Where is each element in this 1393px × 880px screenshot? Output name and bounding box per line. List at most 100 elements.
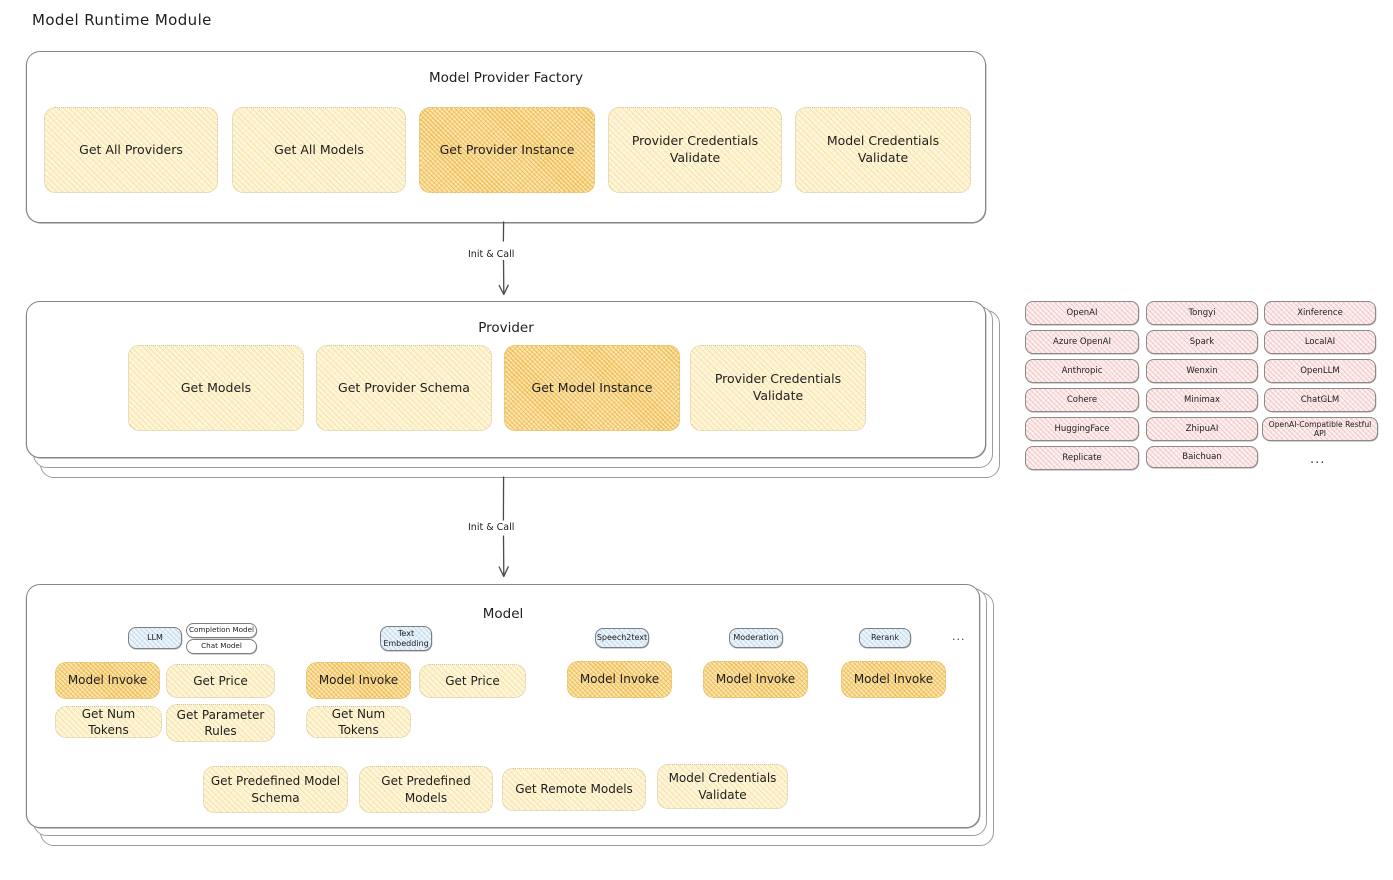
arrow-label-init-call-2: Init & Call [465, 522, 518, 533]
node-label: Get All Providers [79, 141, 183, 157]
node-label: Get Provider Schema [338, 379, 470, 395]
model-type-badge-rerank[interactable]: Rerank [859, 628, 911, 648]
provider-chip-minimax[interactable]: Minimax [1146, 388, 1258, 412]
model-panel: Model [26, 584, 980, 828]
chip-label: Anthropic [1061, 366, 1103, 376]
model-type-badge-speech2text[interactable]: Speech2text [595, 628, 649, 648]
badge-label: LLM [147, 633, 163, 643]
chip-label: Cohere [1066, 395, 1098, 405]
arrow-label-init-call-1: Init & Call [465, 249, 518, 260]
arrow-provider-to-model: Init & Call [465, 476, 540, 584]
node-llm-get-num-tokens[interactable]: Get Num Tokens [55, 706, 162, 738]
arrow-icon [498, 476, 509, 578]
provider-chip-localai[interactable]: LocalAI [1264, 330, 1376, 354]
node-label: Model Invoke [67, 673, 148, 688]
chip-label: ZhipuAI [1185, 424, 1219, 434]
node-label: Model Invoke [318, 673, 399, 688]
node-provider-get-provider-schema[interactable]: Get Provider Schema [316, 345, 492, 431]
node-label: Get Price [193, 673, 248, 688]
chip-label: Tongyi [1188, 308, 1216, 318]
node-provider-get-model-instance[interactable]: Get Model Instance [504, 345, 680, 431]
provider-list-more-indicator: ... [1310, 452, 1326, 467]
node-model-credentials-validate[interactable]: Model Credentials Validate [795, 107, 971, 193]
model-type-badge-moderation[interactable]: Moderation [729, 628, 783, 648]
provider-chip-anthropic[interactable]: Anthropic [1025, 359, 1139, 383]
node-rerank-model-invoke[interactable]: Model Invoke [841, 661, 946, 698]
provider-chip-chatglm[interactable]: ChatGLM [1264, 388, 1376, 412]
provider-chip-openllm[interactable]: OpenLLM [1264, 359, 1376, 383]
node-label: Get Predefined Models [381, 774, 471, 805]
badge-label: Rerank [870, 633, 899, 643]
provider-chip-huggingface[interactable]: HuggingFace [1025, 417, 1139, 441]
model-type-badge-text-embedding[interactable]: Text Embedding [380, 626, 432, 651]
badge-label: Chat Model [201, 641, 242, 651]
node-label: Provider Credentials Validate [714, 371, 842, 403]
node-get-predefined-models[interactable]: Get Predefined Models [359, 766, 493, 813]
badge-label: Completion Model [188, 625, 255, 635]
provider-chip-zhipuai[interactable]: ZhipuAI [1146, 417, 1258, 441]
node-label: Get Parameter Rules [176, 707, 265, 738]
node-get-predefined-model-schema[interactable]: Get Predefined Model Schema [203, 766, 348, 813]
node-get-remote-models[interactable]: Get Remote Models [502, 768, 646, 811]
provider-chip-wenxin[interactable]: Wenxin [1146, 359, 1258, 383]
provider-chip-azure-openai[interactable]: Azure OpenAI [1025, 330, 1139, 354]
node-text-embedding-model-invoke[interactable]: Model Invoke [306, 662, 411, 699]
node-label: Model Invoke [579, 672, 660, 687]
node-label: Get Model Instance [531, 379, 653, 395]
node-label: Get Provider Instance [439, 141, 575, 157]
chip-label: OpenAI-Compatible Restful API [1268, 420, 1372, 438]
badge-label: Speech2text [596, 633, 648, 643]
chip-label: ChatGLM [1300, 395, 1340, 405]
page-title: Model Runtime Module [32, 11, 212, 29]
node-get-provider-instance[interactable]: Get Provider Instance [419, 107, 595, 193]
model-sub-badge-chat-model[interactable]: Chat Model [186, 639, 257, 654]
node-model-credentials-validate-2[interactable]: Model Credentials Validate [657, 764, 788, 809]
model-types-more-indicator: ... [952, 630, 966, 643]
provider-panel-title: Provider [478, 320, 534, 336]
node-text-embedding-get-price[interactable]: Get Price [419, 664, 526, 698]
chip-label: OpenAI [1066, 308, 1098, 318]
node-label: Model Credentials Validate [826, 133, 940, 165]
chip-label: LocalAI [1304, 337, 1336, 347]
node-provider-credentials-validate-2[interactable]: Provider Credentials Validate [690, 345, 866, 431]
chip-label: Azure OpenAI [1053, 337, 1111, 347]
chip-label: Baichuan [1182, 452, 1222, 462]
node-llm-get-price[interactable]: Get Price [166, 664, 275, 698]
node-llm-get-parameter-rules[interactable]: Get Parameter Rules [166, 704, 275, 742]
node-label: Get All Models [274, 141, 364, 157]
model-panel-title: Model [482, 606, 524, 622]
node-moderation-model-invoke[interactable]: Model Invoke [703, 661, 808, 698]
provider-chip-xinference[interactable]: Xinference [1264, 301, 1376, 325]
node-label: Get Num Tokens [81, 706, 136, 737]
badge-label: Moderation [733, 633, 779, 643]
provider-chip-replicate[interactable]: Replicate [1025, 446, 1139, 470]
chip-label: Wenxin [1186, 366, 1218, 376]
node-label: Provider Credentials Validate [631, 133, 759, 165]
chip-label: Xinference [1297, 308, 1343, 318]
node-speech2text-model-invoke[interactable]: Model Invoke [567, 661, 672, 698]
arrow-icon [498, 221, 509, 296]
node-label: Get Models [180, 379, 252, 395]
node-label: Model Invoke [853, 672, 934, 687]
node-label: Model Invoke [715, 672, 796, 687]
node-get-all-models[interactable]: Get All Models [232, 107, 406, 193]
provider-chip-openai-compatible[interactable]: OpenAI-Compatible Restful API [1262, 417, 1378, 441]
provider-chip-baichuan[interactable]: Baichuan [1146, 446, 1258, 468]
badge-label: Text Embedding [383, 628, 429, 648]
provider-chip-openai[interactable]: OpenAI [1025, 301, 1139, 325]
provider-chip-spark[interactable]: Spark [1146, 330, 1258, 354]
node-text-embedding-get-num-tokens[interactable]: Get Num Tokens [306, 706, 411, 738]
node-label: Get Predefined Model Schema [210, 774, 341, 805]
chip-label: Replicate [1062, 453, 1102, 463]
provider-chip-tongyi[interactable]: Tongyi [1146, 301, 1258, 325]
node-label: Get Price [445, 673, 500, 688]
model-sub-badge-completion-model[interactable]: Completion Model [186, 623, 257, 638]
node-label: Model Credentials Validate [668, 771, 777, 802]
node-get-all-providers[interactable]: Get All Providers [44, 107, 218, 193]
node-provider-get-models[interactable]: Get Models [128, 345, 304, 431]
provider-chip-cohere[interactable]: Cohere [1025, 388, 1139, 412]
node-provider-credentials-validate[interactable]: Provider Credentials Validate [608, 107, 782, 193]
model-type-badge-llm[interactable]: LLM [128, 627, 182, 649]
node-llm-model-invoke[interactable]: Model Invoke [55, 662, 160, 699]
chip-label: Spark [1189, 337, 1215, 347]
